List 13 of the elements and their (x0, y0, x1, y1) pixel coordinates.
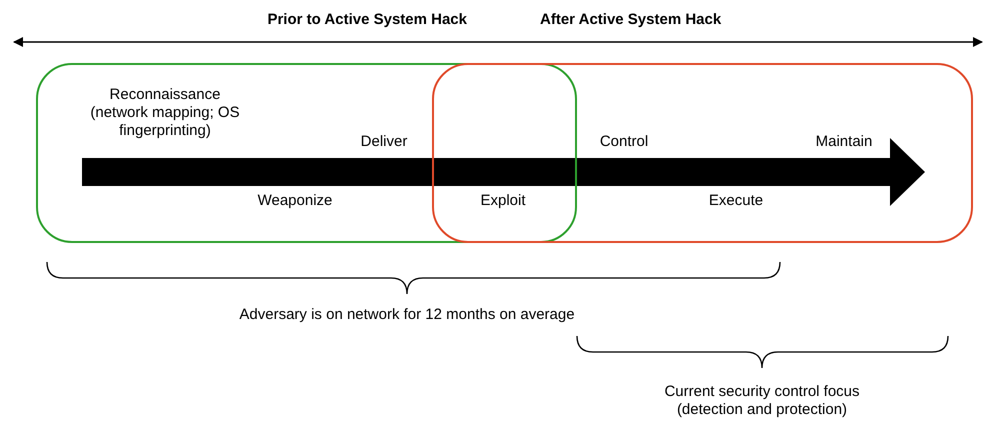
stage-label: Maintain (814, 133, 874, 151)
stage-label: Weaponize (256, 192, 334, 210)
phase-outline (36, 63, 577, 243)
bracket-caption: Current security control focus (detection and protection) (663, 383, 861, 419)
stage-label: Exploit (479, 192, 527, 210)
stage-label: Execute (708, 192, 764, 210)
section-heading: Prior to Active System Hack (267, 11, 467, 29)
stage-label: Control (598, 133, 650, 151)
stage-label: Deliver (360, 133, 408, 151)
section-heading: After Active System Hack (540, 11, 722, 29)
bracket-caption: Adversary is on network for 12 months on average (238, 306, 576, 324)
stage-label: Reconnaissance (network mapping; OS fingerprinting) (89, 86, 241, 140)
phase-outline (432, 63, 973, 243)
